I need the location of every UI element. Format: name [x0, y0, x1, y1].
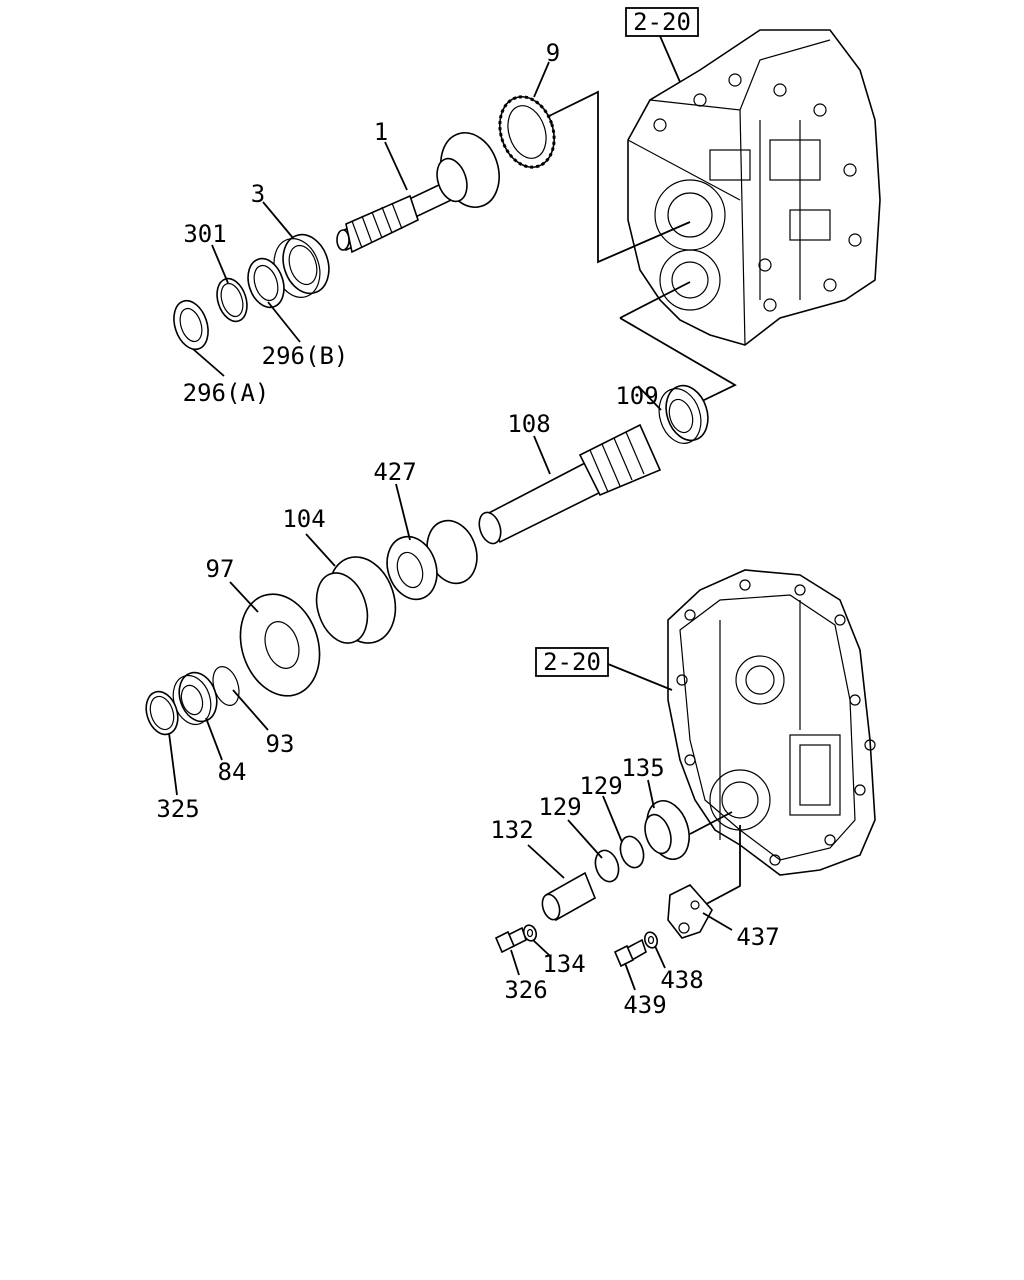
- label-part-9[interactable]: 9: [546, 39, 560, 67]
- bearing-84[interactable]: [167, 668, 223, 730]
- label-part-97[interactable]: 97: [206, 555, 235, 583]
- part-number-labels: 9 1 3 301 296(B) 296(A) 109 108 427 104 …: [156, 39, 779, 1019]
- assembly-line-9: [544, 90, 691, 264]
- label-part-129-lower[interactable]: 129: [538, 793, 581, 821]
- label-part-301[interactable]: 301: [183, 220, 226, 248]
- assembly-line-135: [689, 811, 733, 835]
- label-part-326[interactable]: 326: [504, 976, 547, 1004]
- shim-296b[interactable]: [242, 254, 290, 312]
- bearing-109[interactable]: [652, 380, 714, 449]
- label-part-437[interactable]: 437: [736, 923, 779, 951]
- gear-97[interactable]: [228, 584, 332, 706]
- bolt-326[interactable]: [494, 926, 527, 954]
- leader-upper-ref: [659, 35, 681, 83]
- countershaft-108[interactable]: [476, 423, 662, 546]
- label-part-129-upper[interactable]: 129: [579, 772, 622, 800]
- label-part-439[interactable]: 439: [623, 991, 666, 1019]
- nut-296a[interactable]: [168, 296, 214, 353]
- leader-lower-ref: [607, 663, 673, 691]
- gear-104[interactable]: [308, 548, 406, 651]
- input-shaft-1[interactable]: [336, 125, 508, 254]
- label-part-84[interactable]: 84: [218, 758, 247, 786]
- leader-lines: [168, 61, 733, 991]
- snap-ring-301[interactable]: [212, 275, 252, 325]
- needle-bearing-129-a[interactable]: [617, 833, 648, 870]
- label-part-3[interactable]: 3: [251, 180, 265, 208]
- label-part-427[interactable]: 427: [373, 458, 416, 486]
- shim-325[interactable]: [141, 687, 183, 738]
- reference-label-lower: 2-20: [543, 648, 601, 676]
- reference-box-lower[interactable]: 2-20: [535, 647, 609, 677]
- label-part-438[interactable]: 438: [660, 966, 703, 994]
- label-part-108[interactable]: 108: [507, 410, 550, 438]
- upper-transmission-housing: [627, 29, 881, 346]
- label-part-1[interactable]: 1: [374, 118, 388, 146]
- bearing-3[interactable]: [267, 229, 336, 304]
- assembly-line-437: [694, 825, 741, 911]
- label-part-296b[interactable]: 296(B): [262, 342, 349, 370]
- label-part-296a[interactable]: 296(A): [183, 379, 270, 407]
- label-part-93[interactable]: 93: [266, 730, 295, 758]
- assembly-line-a: [619, 281, 691, 319]
- label-part-104[interactable]: 104: [282, 505, 325, 533]
- label-part-134[interactable]: 134: [542, 950, 585, 978]
- reference-box-upper[interactable]: 2-20: [625, 7, 699, 37]
- bolt-439[interactable]: [613, 938, 647, 968]
- lower-transmission-housing: [667, 569, 876, 876]
- assembly-line-109: [619, 317, 737, 403]
- label-part-109[interactable]: 109: [615, 382, 658, 410]
- idler-gear-135[interactable]: [640, 795, 697, 864]
- reference-label-upper: 2-20: [633, 8, 691, 36]
- lock-plate-437[interactable]: [667, 884, 713, 939]
- label-part-132[interactable]: 132: [490, 816, 533, 844]
- idler-shaft-132[interactable]: [539, 871, 597, 922]
- label-part-325[interactable]: 325: [156, 795, 199, 823]
- gear-427[interactable]: [379, 514, 484, 606]
- label-part-135[interactable]: 135: [621, 754, 664, 782]
- synchronizer-ring-9[interactable]: [491, 90, 563, 175]
- needle-bearing-129-b[interactable]: [592, 847, 623, 884]
- washer-438[interactable]: [643, 931, 659, 950]
